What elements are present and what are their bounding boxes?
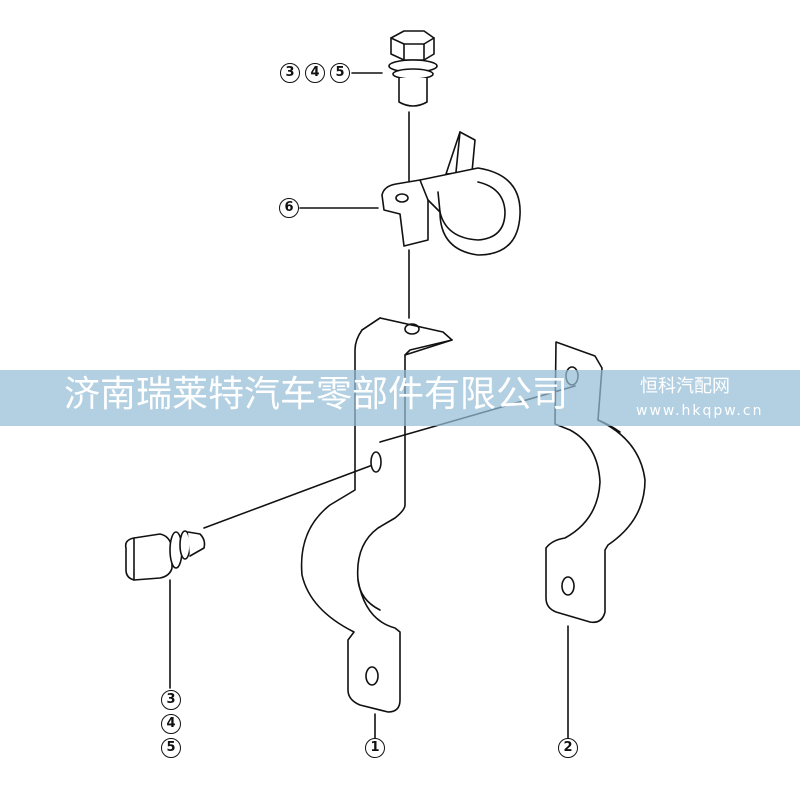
callout-3-top: 3 [280, 63, 300, 83]
callout-5-top: 5 [330, 63, 350, 83]
watermark-banner [0, 370, 800, 426]
callout-1: 1 [365, 738, 385, 758]
saddle-clamp-part-6 [381, 131, 521, 319]
callout-4-left: 4 [161, 714, 181, 734]
watermark-company: 济南瑞莱特汽车零部件有限公司 [64, 374, 569, 415]
callout-5-left: 5 [161, 738, 181, 758]
callout-6: 6 [279, 198, 299, 218]
watermark-site-name: 恒科汽配网 [640, 376, 730, 397]
callout-3-left: 3 [161, 690, 181, 710]
bracket-part-1 [300, 317, 453, 713]
top-bolt [388, 30, 438, 191]
callout-4-top: 4 [305, 63, 325, 83]
callout-2: 2 [558, 738, 578, 758]
watermark-site-url: www.hkqpw.cn [636, 403, 764, 419]
